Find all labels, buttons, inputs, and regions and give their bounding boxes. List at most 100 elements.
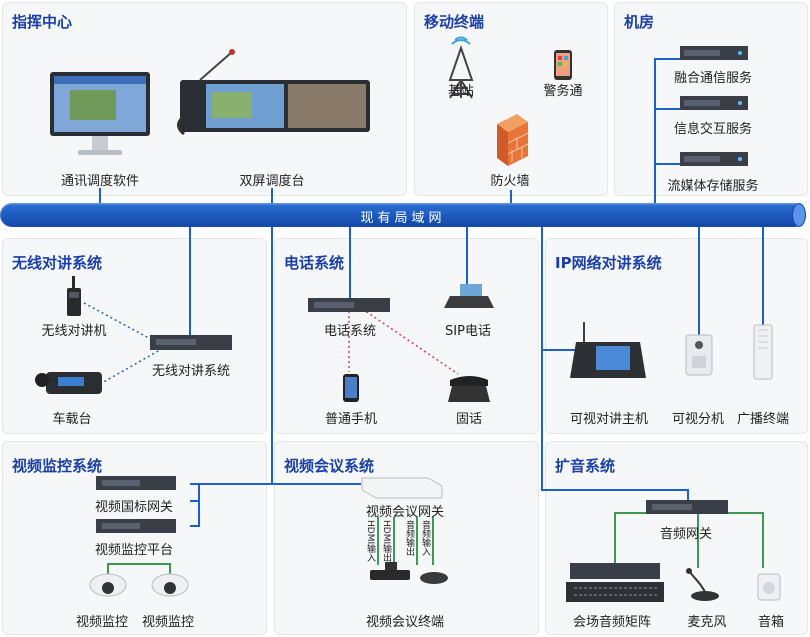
label-hdmi-out: HDMI输出 <box>381 520 391 563</box>
link-video-gateway-v <box>198 483 200 527</box>
dual-screen-console-icon <box>177 49 370 136</box>
label-camera-1: 视频监控 <box>75 615 129 630</box>
camera-link-h <box>107 563 171 565</box>
conference-gateway-icon <box>361 477 443 499</box>
label-police-phone: 警务通 <box>543 84 583 99</box>
label-converged-comm-service: 融合通信服务 <box>673 71 753 86</box>
firewall-icon <box>497 114 529 166</box>
label-info-exchange-service: 信息交互服务 <box>673 122 753 137</box>
link-command-software <box>99 188 101 204</box>
link-video-monitor-h <box>190 483 273 485</box>
walkie-talkie-icon <box>67 276 81 316</box>
panel-video-monitor <box>2 441 267 635</box>
conf-link-1 <box>377 517 379 565</box>
label-audio-in: 音频输入 <box>420 520 430 556</box>
monitor-icon <box>50 72 150 155</box>
link-ip-extension <box>698 227 700 335</box>
label-sip-phone: SIP电话 <box>445 324 491 339</box>
lan-bus-label: 现有局域网 <box>360 211 446 226</box>
rack-server-icons <box>680 46 748 166</box>
link-ip-broadcast <box>762 227 764 327</box>
phone-system-rack-icon <box>308 298 390 312</box>
label-firewall: 防火墙 <box>490 174 530 189</box>
label-wireless-system: 无线对讲系统 <box>151 364 231 379</box>
label-hdmi-in: HDMI输入 <box>365 520 375 563</box>
video-platform-rack-icon <box>96 519 176 533</box>
sip-phone-icon <box>444 284 494 308</box>
audio-link-speaker <box>762 512 764 568</box>
link-server-2 <box>654 108 680 110</box>
title-ip-intercom: IP网络对讲系统 <box>555 254 662 272</box>
audio-matrix-icon <box>566 563 664 602</box>
title-server-room: 机房 <box>624 13 655 31</box>
link-pa-h <box>541 489 689 491</box>
label-microphone: 麦克风 <box>687 615 727 630</box>
panel-video-conference <box>274 441 539 635</box>
microphone-icon <box>686 568 719 601</box>
label-vehicle-radio: 车载台 <box>52 412 92 427</box>
label-conf-gateway: 视频会议网关 <box>365 505 445 520</box>
title-wireless-intercom: 无线对讲系统 <box>12 254 103 272</box>
video-gateway-rack-icon <box>96 476 176 490</box>
bus-end-cap <box>792 203 806 227</box>
vehicle-radio-icon <box>35 372 102 394</box>
link-phone-system <box>349 227 351 299</box>
link-ip-host <box>541 349 577 351</box>
link-server-trunk <box>654 60 656 204</box>
conference-terminal-icon <box>370 562 448 584</box>
label-phone-system: 电话系统 <box>323 324 377 339</box>
label-landline: 固话 <box>455 412 483 427</box>
title-mobile-terminal: 移动终端 <box>424 13 485 31</box>
dome-camera-icon <box>151 573 189 597</box>
link-video-trunk <box>271 227 273 485</box>
label-video-gb-gateway: 视频国标网关 <box>94 500 174 515</box>
label-base-station: 基站 <box>447 84 475 99</box>
smartphone-icon <box>554 50 572 80</box>
link-firewall <box>510 190 512 204</box>
audio-link-mic <box>697 512 699 568</box>
link-video-platform-h <box>190 500 200 502</box>
label-audio-matrix: 会场音频矩阵 <box>572 615 652 630</box>
title-command-center: 指挥中心 <box>12 13 73 31</box>
label-command-software: 通讯调度软件 <box>60 174 140 189</box>
label-conf-terminal: 视频会议终端 <box>365 615 445 630</box>
title-video-conference: 视频会议系统 <box>284 457 375 475</box>
link-server-1 <box>654 58 680 60</box>
label-camera-2: 视频监控 <box>141 615 195 630</box>
audio-gateway-rack-icon <box>646 500 728 514</box>
link-sip-phone <box>466 227 468 285</box>
link-dual-console <box>271 188 273 204</box>
base-station-icon <box>448 36 474 99</box>
label-walkie-talkie: 无线对讲机 <box>41 324 107 339</box>
camera-link-2 <box>169 563 171 575</box>
landline-phone-icon <box>448 376 490 402</box>
audio-link-matrix <box>614 512 616 564</box>
dome-camera-icon <box>89 573 127 597</box>
broadcast-speaker-icon <box>753 324 773 380</box>
wireless-system-rack-icon <box>150 335 232 350</box>
title-video-monitor: 视频监控系统 <box>12 457 103 475</box>
link-ip-trunk <box>541 227 543 491</box>
title-pa-system: 扩音系统 <box>555 457 616 475</box>
title-phone-system: 电话系统 <box>284 254 345 272</box>
camera-link-1 <box>107 563 109 575</box>
label-streaming-storage-service: 流媒体存储服务 <box>667 179 759 194</box>
label-broadcast-terminal: 广播终端 <box>736 412 790 427</box>
link-server-3 <box>654 163 680 165</box>
label-dual-console: 双屏调度台 <box>239 174 305 189</box>
label-video-monitor-platform: 视频监控平台 <box>94 543 174 558</box>
label-speaker: 音箱 <box>757 615 785 630</box>
link-pa-v <box>687 489 689 501</box>
lan-bus: 现有局域网 <box>0 203 806 227</box>
link-wireless <box>189 227 191 335</box>
video-extension-icon <box>685 334 713 376</box>
label-audio-out: 音频输出 <box>404 520 414 556</box>
panel-phone-system <box>274 238 539 434</box>
conf-link-2 <box>393 517 395 565</box>
link-conf-gateway <box>273 483 361 485</box>
label-video-extension: 可视分机 <box>671 412 725 427</box>
panel-pa-system <box>545 441 808 635</box>
speaker-box-icon <box>757 573 781 601</box>
